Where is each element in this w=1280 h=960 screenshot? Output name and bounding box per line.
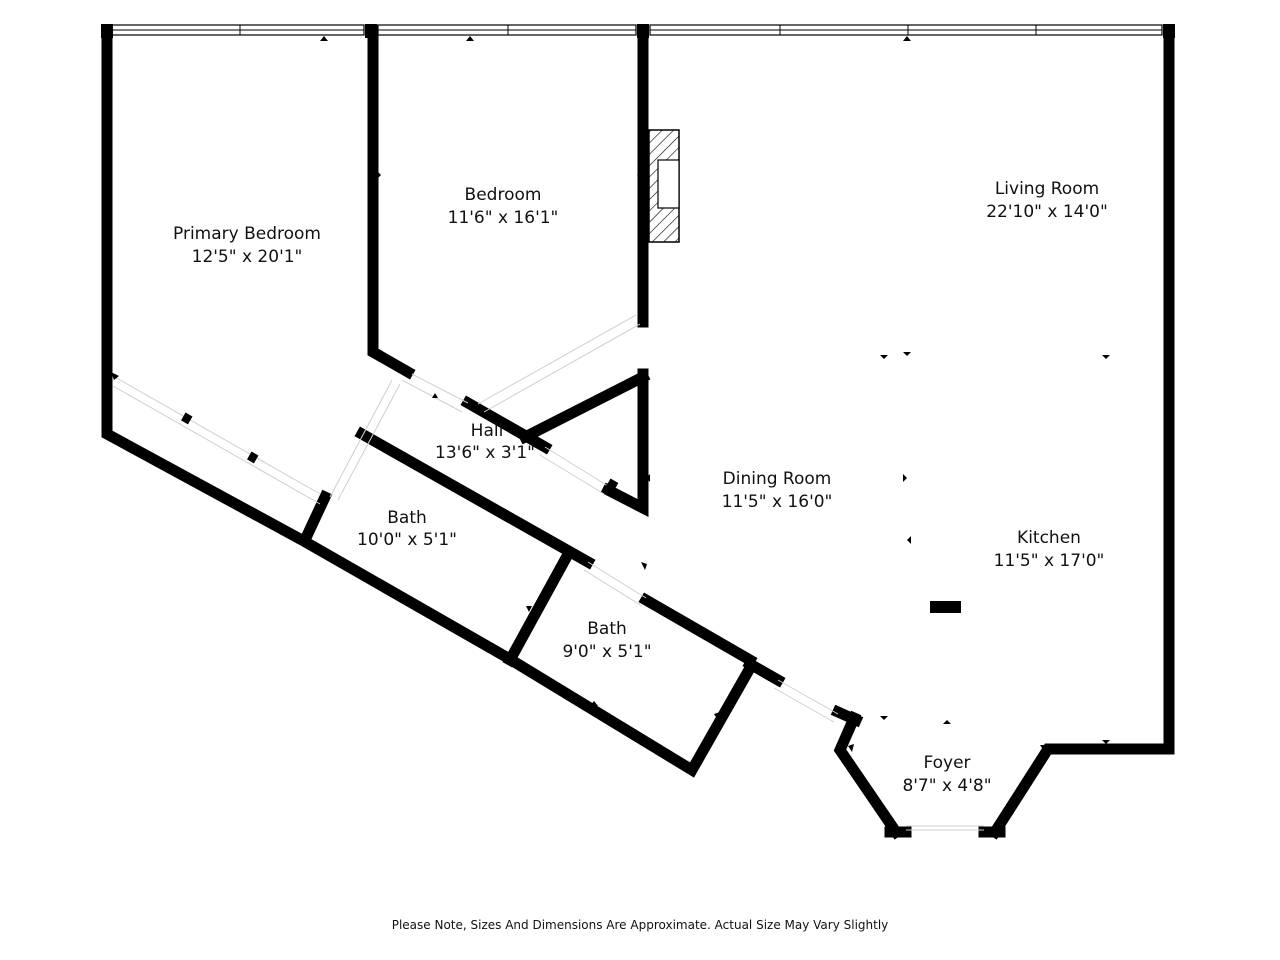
room-label: Hall <box>471 421 504 441</box>
dimension-markers <box>111 36 1168 752</box>
room-dining-room: Dining Room 11'5" x 16'0" <box>722 469 833 512</box>
room-label: Bath <box>587 619 627 639</box>
room-living-room: Living Room 22'10" x 14'0" <box>986 179 1108 222</box>
kitchen-counter-mark <box>930 601 961 613</box>
room-dimensions: 11'6" x 16'1" <box>448 208 559 228</box>
room-kitchen: Kitchen 11'5" x 17'0" <box>994 528 1105 571</box>
room-label: Living Room <box>995 179 1099 199</box>
room-bedroom: Bedroom 11'6" x 16'1" <box>448 185 559 228</box>
room-dimensions: 11'5" x 17'0" <box>994 551 1105 571</box>
room-hall: Hall 13'6" x 3'1" <box>435 421 535 463</box>
room-label: Bedroom <box>465 185 542 205</box>
room-dimensions: 9'0" x 5'1" <box>562 642 651 662</box>
room-primary-bedroom: Primary Bedroom 12'5" x 20'1" <box>173 224 321 267</box>
room-bath-2: Bath 9'0" x 5'1" <box>562 619 651 662</box>
room-label: Kitchen <box>1017 528 1081 548</box>
room-dimensions: 10'0" x 5'1" <box>357 530 457 550</box>
fireplace <box>648 129 680 243</box>
openings <box>112 314 984 831</box>
room-dimensions: 22'10" x 14'0" <box>986 202 1108 222</box>
top-windows <box>111 24 1163 36</box>
room-dimensions: 8'7" x 4'8" <box>902 776 991 796</box>
room-bath-1: Bath 10'0" x 5'1" <box>357 508 457 550</box>
room-label: Foyer <box>923 753 970 773</box>
room-label: Primary Bedroom <box>173 224 321 244</box>
room-dimensions: 12'5" x 20'1" <box>192 247 303 267</box>
room-dimensions: 13'6" x 3'1" <box>435 443 535 463</box>
room-dimensions: 11'5" x 16'0" <box>722 492 833 512</box>
walls <box>101 24 1175 840</box>
room-label: Bath <box>387 508 427 528</box>
room-foyer: Foyer 8'7" x 4'8" <box>902 753 991 796</box>
room-label: Dining Room <box>723 469 832 489</box>
disclaimer-note: Please Note, Sizes And Dimensions Are Ap… <box>391 918 889 932</box>
